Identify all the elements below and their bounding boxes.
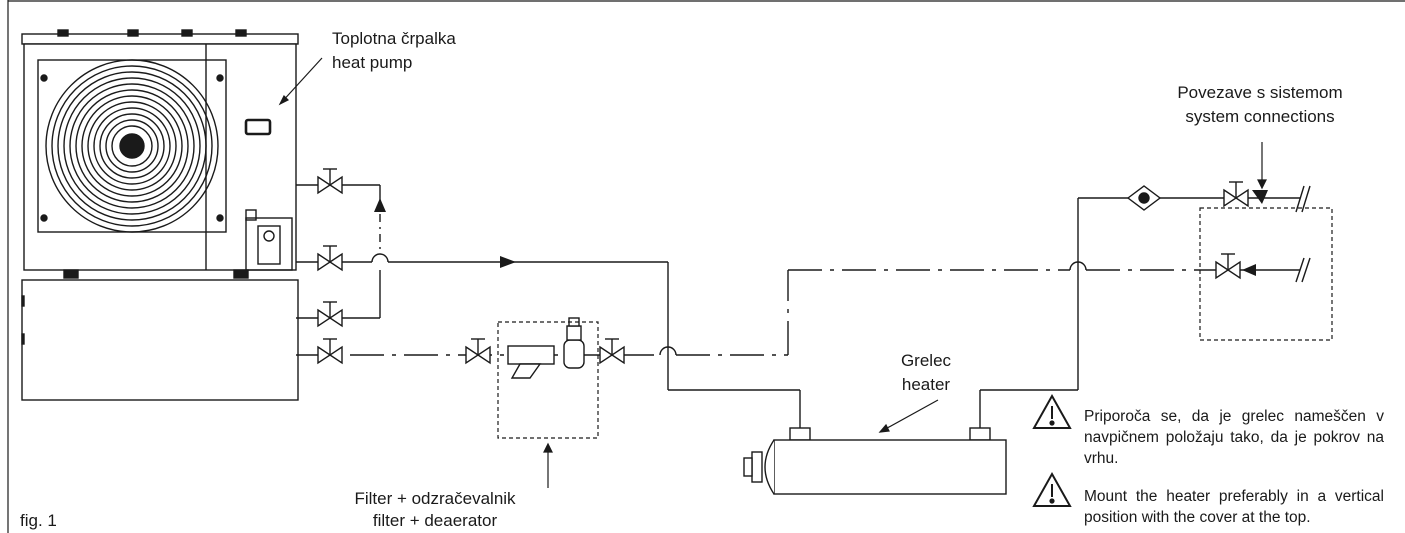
pipe-break-icon bbox=[1295, 185, 1311, 283]
system-label-en: system connections bbox=[1185, 107, 1335, 126]
flow-arrow-icon bbox=[374, 190, 1268, 276]
warning-note-en: Mount the heater preferably in a vertica… bbox=[1084, 488, 1384, 526]
deaerator-icon bbox=[563, 317, 585, 369]
filter-label-en: filter + deaerator bbox=[372, 511, 498, 530]
strainer-icon bbox=[507, 345, 555, 379]
warning-icon bbox=[1032, 393, 1072, 507]
filter-label-sl: Filter + odzračevalnik bbox=[354, 489, 516, 508]
flow-meter-icon bbox=[1126, 185, 1162, 211]
heater-label-en: heater bbox=[901, 375, 951, 394]
filter-boundary bbox=[497, 321, 599, 439]
pipework bbox=[296, 184, 1300, 428]
heat-pump-label-en: heat pump bbox=[332, 53, 413, 72]
heater-unit bbox=[743, 427, 1007, 495]
figure-caption: fig. 1 bbox=[20, 511, 57, 530]
heater-label-sl: Grelec bbox=[900, 351, 952, 370]
leader-lines bbox=[278, 57, 1267, 488]
system-boundary bbox=[1199, 207, 1333, 341]
warning-note-sl: Priporoča se, da je grelec nameščen v na… bbox=[1084, 408, 1384, 467]
heat-pump-unit bbox=[21, 29, 299, 401]
heat-pump-label-sl: Toplotna črpalka bbox=[332, 29, 456, 48]
system-label-sl: Povezave s sistemom bbox=[1177, 83, 1343, 102]
